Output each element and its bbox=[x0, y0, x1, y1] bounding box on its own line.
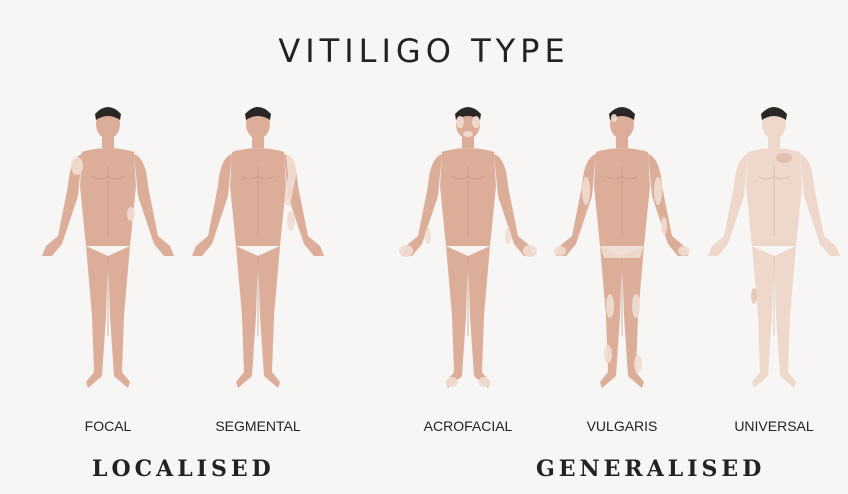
body-segmental-vitiligo-icon bbox=[178, 96, 338, 406]
figure-focal bbox=[28, 96, 188, 406]
diagram-title: VITILIGO TYPE bbox=[0, 32, 848, 70]
figure-label-vulgaris: VULGARIS bbox=[542, 418, 702, 434]
body-vulgaris-vitiligo-icon bbox=[542, 96, 702, 406]
figure-segmental bbox=[178, 96, 338, 406]
group-label-generalised: GENERALISED bbox=[536, 456, 765, 482]
figure-universal bbox=[694, 96, 848, 406]
group-label-localised: LOCALISED bbox=[92, 456, 275, 482]
figure-label-focal: FOCAL bbox=[28, 418, 188, 434]
figure-vulgaris bbox=[542, 96, 702, 406]
body-universal-vitiligo-icon bbox=[694, 96, 848, 406]
figure-acrofacial bbox=[388, 96, 548, 406]
figure-label-segmental: SEGMENTAL bbox=[178, 418, 338, 434]
figure-label-acrofacial: ACROFACIAL bbox=[388, 418, 548, 434]
figure-label-universal: UNIVERSAL bbox=[694, 418, 848, 434]
body-acrofacial-vitiligo-icon bbox=[388, 96, 548, 406]
body-focal-vitiligo-icon bbox=[28, 96, 188, 406]
